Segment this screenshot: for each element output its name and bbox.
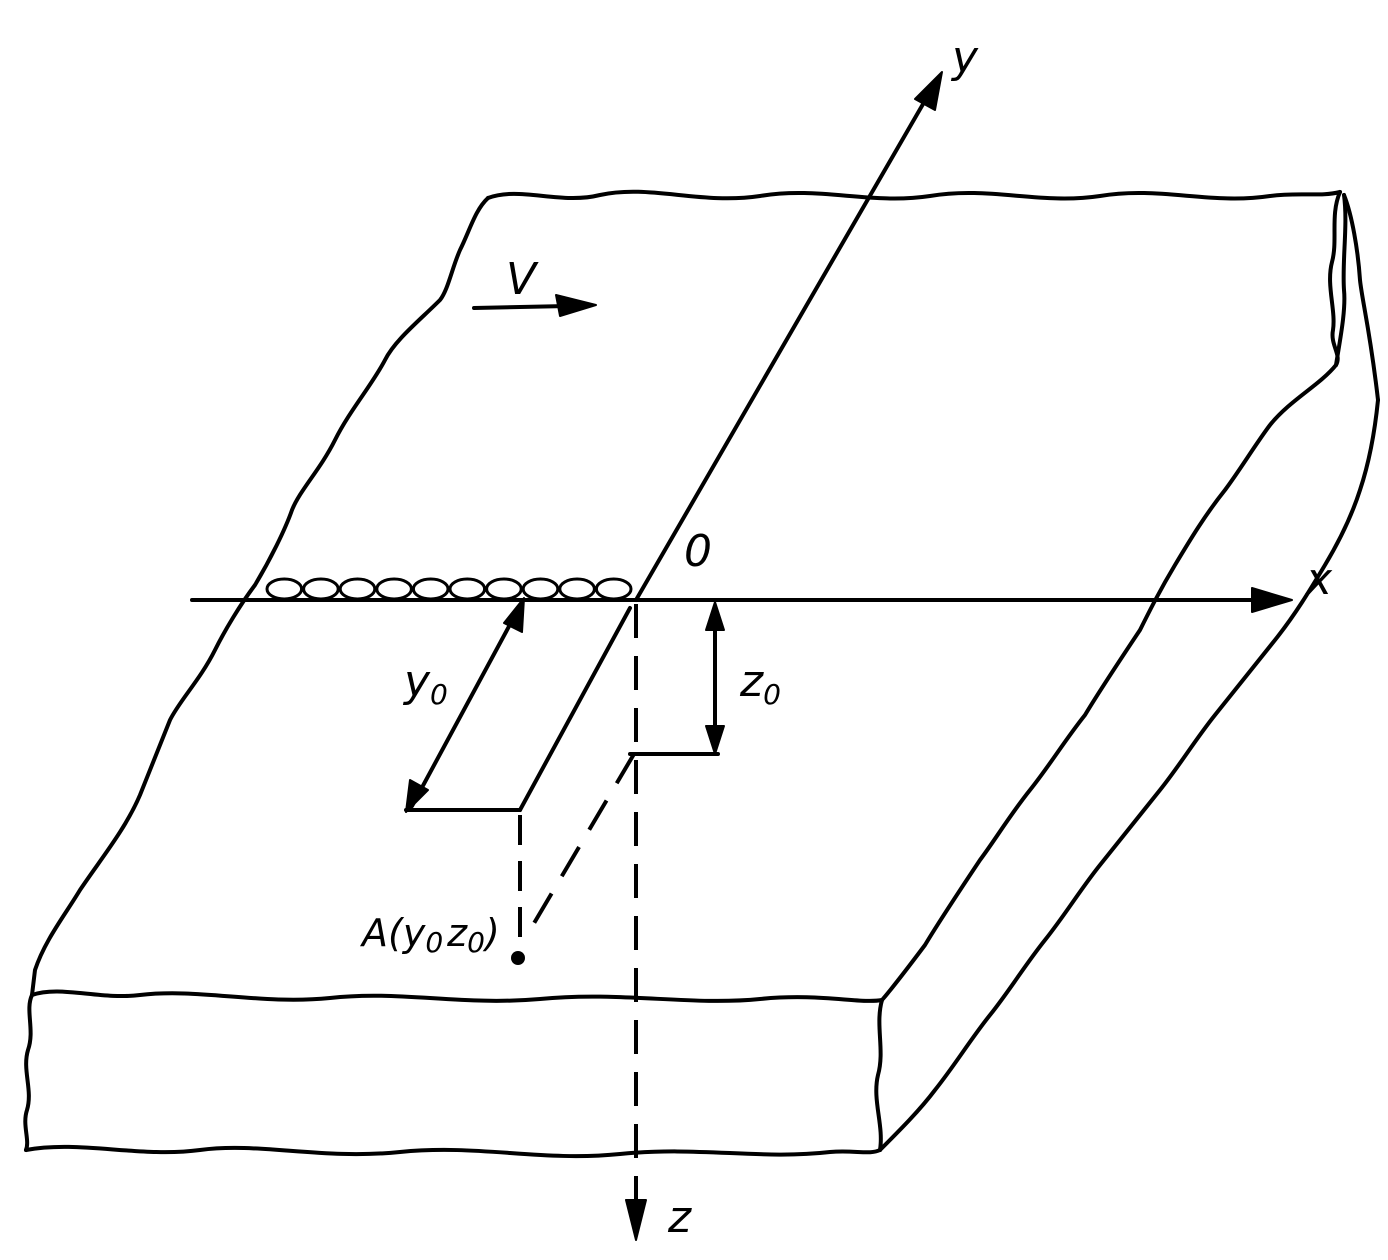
x-axis-arrowhead [1251,587,1293,613]
y-axis [634,71,943,602]
plate-top-surface [30,189,1342,1003]
weld-bead-ripple [375,577,413,601]
y0-label: y0 [402,656,448,711]
z0-arrowhead-bottom [705,725,725,755]
x-axis [190,587,1293,613]
weld-bead-ripple [558,577,596,601]
weld-bead-ripple [521,577,560,601]
weld-bead-ripple [594,577,633,601]
y0-dimension [404,597,632,948]
weld-bead-ripple [411,577,450,601]
point-a-marker [511,951,525,965]
axis-z-label: z [667,1192,692,1243]
y0-arrowhead-bottom [405,779,429,813]
weld-bead [265,577,633,601]
z0-dimension [628,601,725,756]
weld-bead-ripple [338,577,377,601]
velocity-arrow [472,294,597,317]
axis-x-label: x [1304,554,1333,605]
velocity-label: V [506,254,539,305]
z0-arrowhead-top [705,601,725,631]
axis-y-label: y [950,32,979,83]
y0-arrowhead-top [503,597,525,633]
weld-bead-ripple [485,577,523,601]
y-axis-arrowhead [914,71,943,111]
weld-bead-ripple [448,577,487,601]
plate-front-face [23,193,1380,1159]
z0-label: z0 [739,656,781,711]
z-axis [625,604,647,1241]
origin-label: 0 [684,526,712,577]
depth-projection-line [528,752,636,932]
weld-bead-ripple [302,577,340,601]
weld-bead-ripple [265,577,304,601]
z-axis-arrowhead [625,1199,647,1241]
